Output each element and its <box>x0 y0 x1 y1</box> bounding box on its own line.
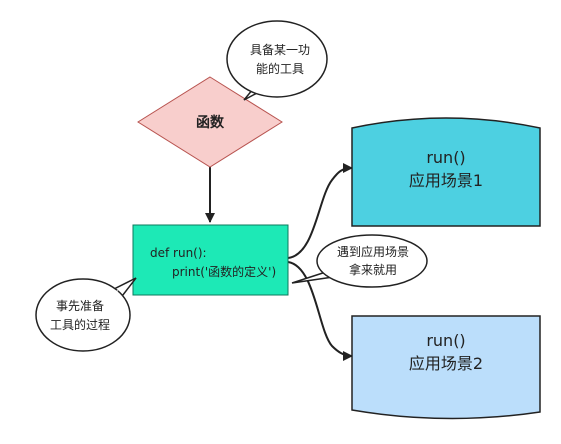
scene-2-node: run() 应用场景2 <box>351 315 541 420</box>
callout-use-line1: 遇到应用场景 <box>337 244 409 259</box>
callout-tool-line1: 具备某一功 <box>250 43 310 57</box>
callout-use-line2: 拿来就用 <box>349 262 397 277</box>
callout-tool-line2: 能的工具 <box>256 61 304 76</box>
callout-prepare-line1: 事先准备 <box>56 299 104 313</box>
function-definition-box: def run(): print('函数的定义') <box>132 224 289 296</box>
scene-1-node: run() 应用场景1 <box>351 117 541 227</box>
scene-1-title: run() <box>426 148 465 167</box>
arrow-code-to-scene2 <box>287 261 353 361</box>
callout-prepare-line2: 工具的过程 <box>50 317 110 332</box>
function-label: 函数 <box>196 114 225 131</box>
code-line-def: def run(): <box>150 246 207 260</box>
scene-2-title: run() <box>426 331 465 350</box>
callout-use: 遇到应用场景 拿来就用 <box>291 234 428 288</box>
scene-2-subtitle: 应用场景2 <box>409 354 483 373</box>
callout-tool: 具备某一功 能的工具 <box>226 20 328 101</box>
code-line-print: print('函数的定义') <box>172 264 276 279</box>
scene-1-subtitle: 应用场景1 <box>409 171 483 190</box>
arrow-code-to-scene1 <box>287 163 353 259</box>
callout-prepare: 事先准备 工具的过程 <box>35 277 137 352</box>
